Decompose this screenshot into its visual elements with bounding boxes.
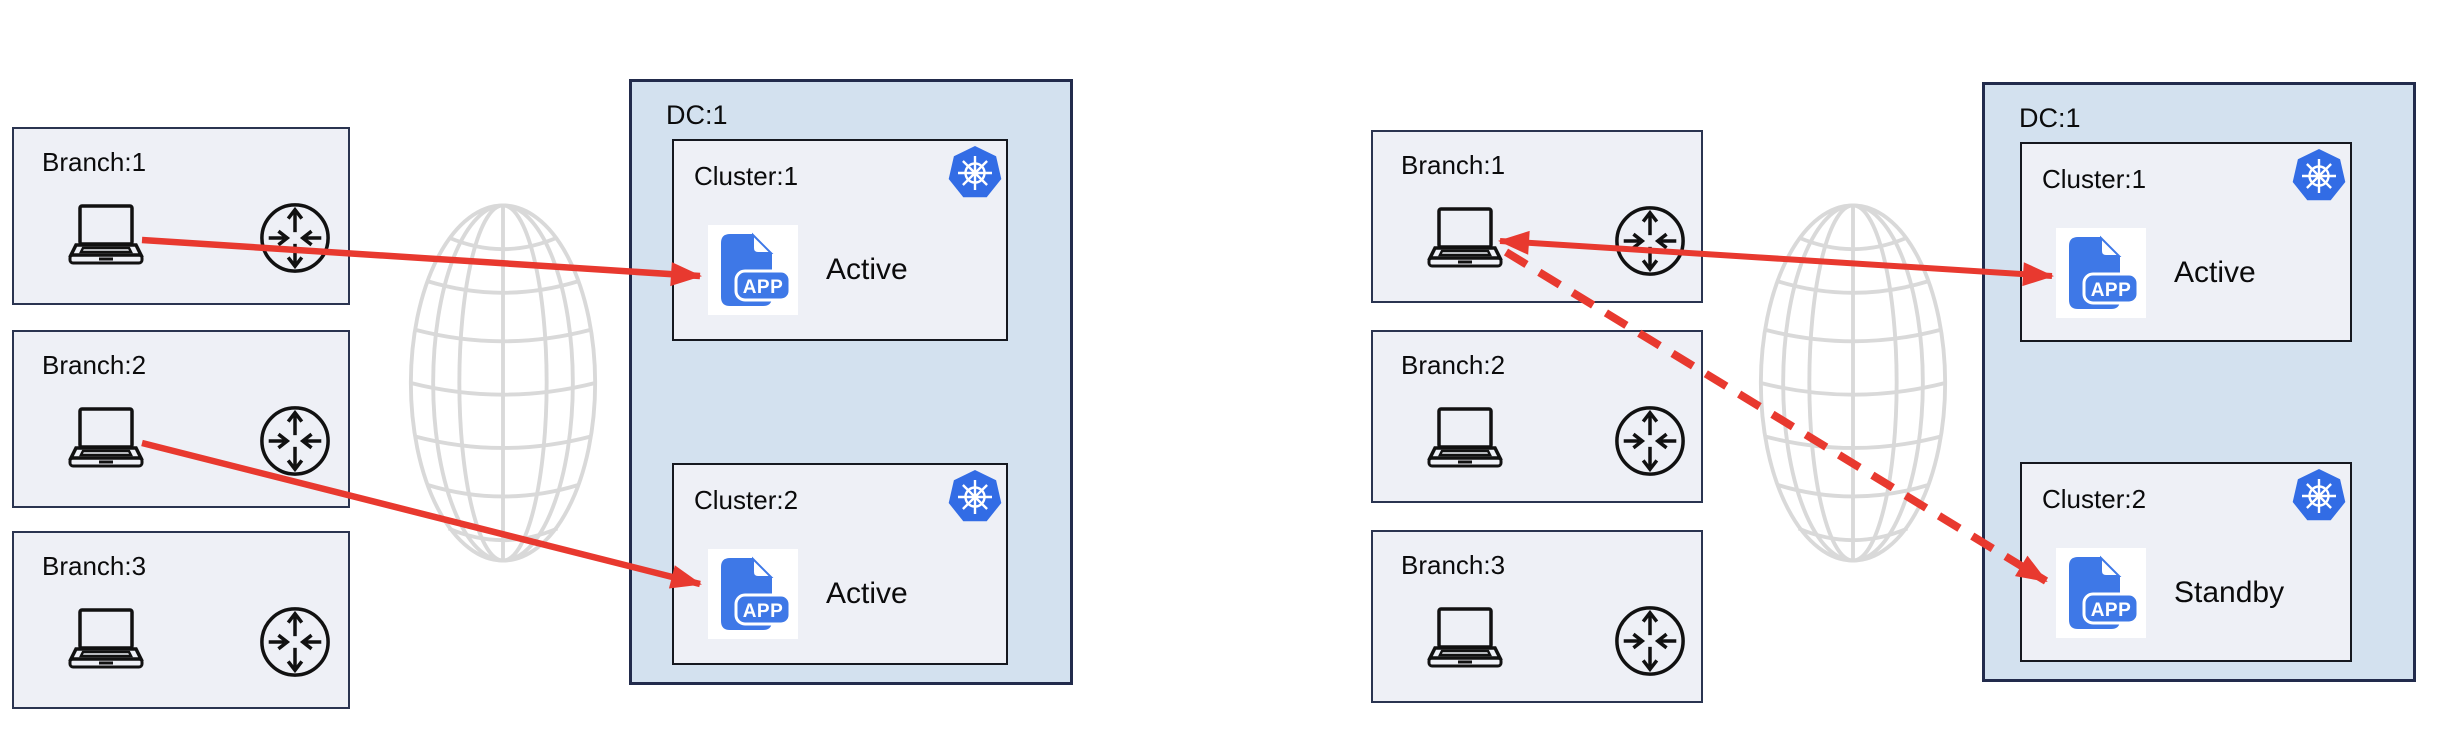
branch-box-2: Branch:2: [1371, 330, 1703, 503]
router-icon: [258, 605, 332, 679]
kubernetes-icon: [947, 468, 1003, 524]
laptop-icon: [66, 203, 146, 269]
branch-label: Branch:3: [1401, 550, 1506, 580]
internet-globe-icon: [406, 198, 600, 568]
branch-label: Branch:3: [42, 551, 147, 581]
branch-box-3: Branch:3: [12, 531, 350, 709]
kubernetes-icon: [2291, 467, 2347, 523]
branch-box-3: Branch:3: [1371, 530, 1703, 703]
branch-box-1: Branch:1: [12, 127, 350, 305]
branch-label: Branch:2: [42, 350, 147, 380]
router-icon: [1613, 204, 1687, 278]
app-icon: [2056, 548, 2146, 638]
app-status: Standby: [2174, 576, 2285, 609]
cluster-label: Cluster:2: [2042, 484, 2147, 514]
dc-label: DC:1: [2019, 103, 2081, 133]
laptop-icon: [1425, 606, 1505, 672]
router-icon: [1613, 404, 1687, 478]
laptop-icon: [1425, 406, 1505, 472]
router-icon: [258, 404, 332, 478]
cluster-box-1: Cluster:1 Active: [672, 139, 1008, 341]
app-status: Active: [2174, 256, 2256, 289]
branch-label: Branch:2: [1401, 350, 1506, 380]
branch-label: Branch:1: [1401, 150, 1506, 180]
branch-label: Branch:1: [42, 147, 147, 177]
cluster-label: Cluster:2: [694, 485, 799, 515]
cluster-box-2: Cluster:2 Standby: [2020, 462, 2352, 662]
app-icon: [708, 549, 798, 639]
dc-label: DC:1: [666, 100, 728, 130]
router-icon: [258, 201, 332, 275]
laptop-icon: [66, 607, 146, 673]
cluster-box-2: Cluster:2 Active: [672, 463, 1008, 665]
cluster-label: Cluster:1: [2042, 164, 2147, 194]
laptop-icon: [1425, 206, 1505, 272]
kubernetes-icon: [2291, 147, 2347, 203]
app-status: Active: [826, 253, 908, 286]
router-icon: [1613, 604, 1687, 678]
branch-box-1: Branch:1: [1371, 130, 1703, 303]
cluster-label: Cluster:1: [694, 161, 799, 191]
laptop-icon: [66, 406, 146, 472]
kubernetes-icon: [947, 144, 1003, 200]
cluster-box-1: Cluster:1 Active: [2020, 142, 2352, 342]
branch-box-2: Branch:2: [12, 330, 350, 508]
app-status: Active: [826, 577, 908, 610]
app-icon: [2056, 228, 2146, 318]
internet-globe-icon: [1756, 198, 1950, 568]
app-icon: [708, 225, 798, 315]
